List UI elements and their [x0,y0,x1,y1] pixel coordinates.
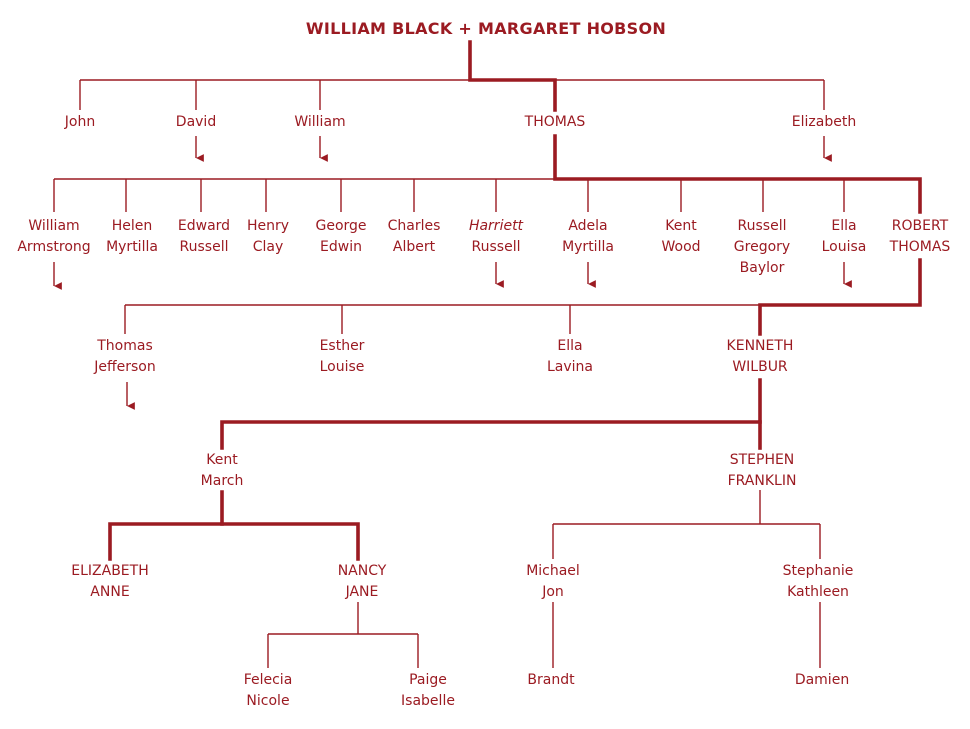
root-couple: WILLIAM BLACK + MARGARET HOBSON [305,19,667,38]
person-david: David [175,114,217,130]
person-damien: Damien [794,672,850,688]
direct-line-connector [220,522,360,561]
direct-line-connector [758,258,922,336]
direct-line-connector [553,134,922,214]
person-william: William [294,114,346,130]
person-john: John [64,114,96,130]
person-thomas: THOMAS [524,114,586,130]
person-elizabeth: Elizabeth [791,114,857,130]
direct-line-connector [468,40,557,112]
direct-line-connector [108,490,224,561]
direct-line-connector [220,378,762,450]
person-brandt: Brandt [527,672,575,688]
